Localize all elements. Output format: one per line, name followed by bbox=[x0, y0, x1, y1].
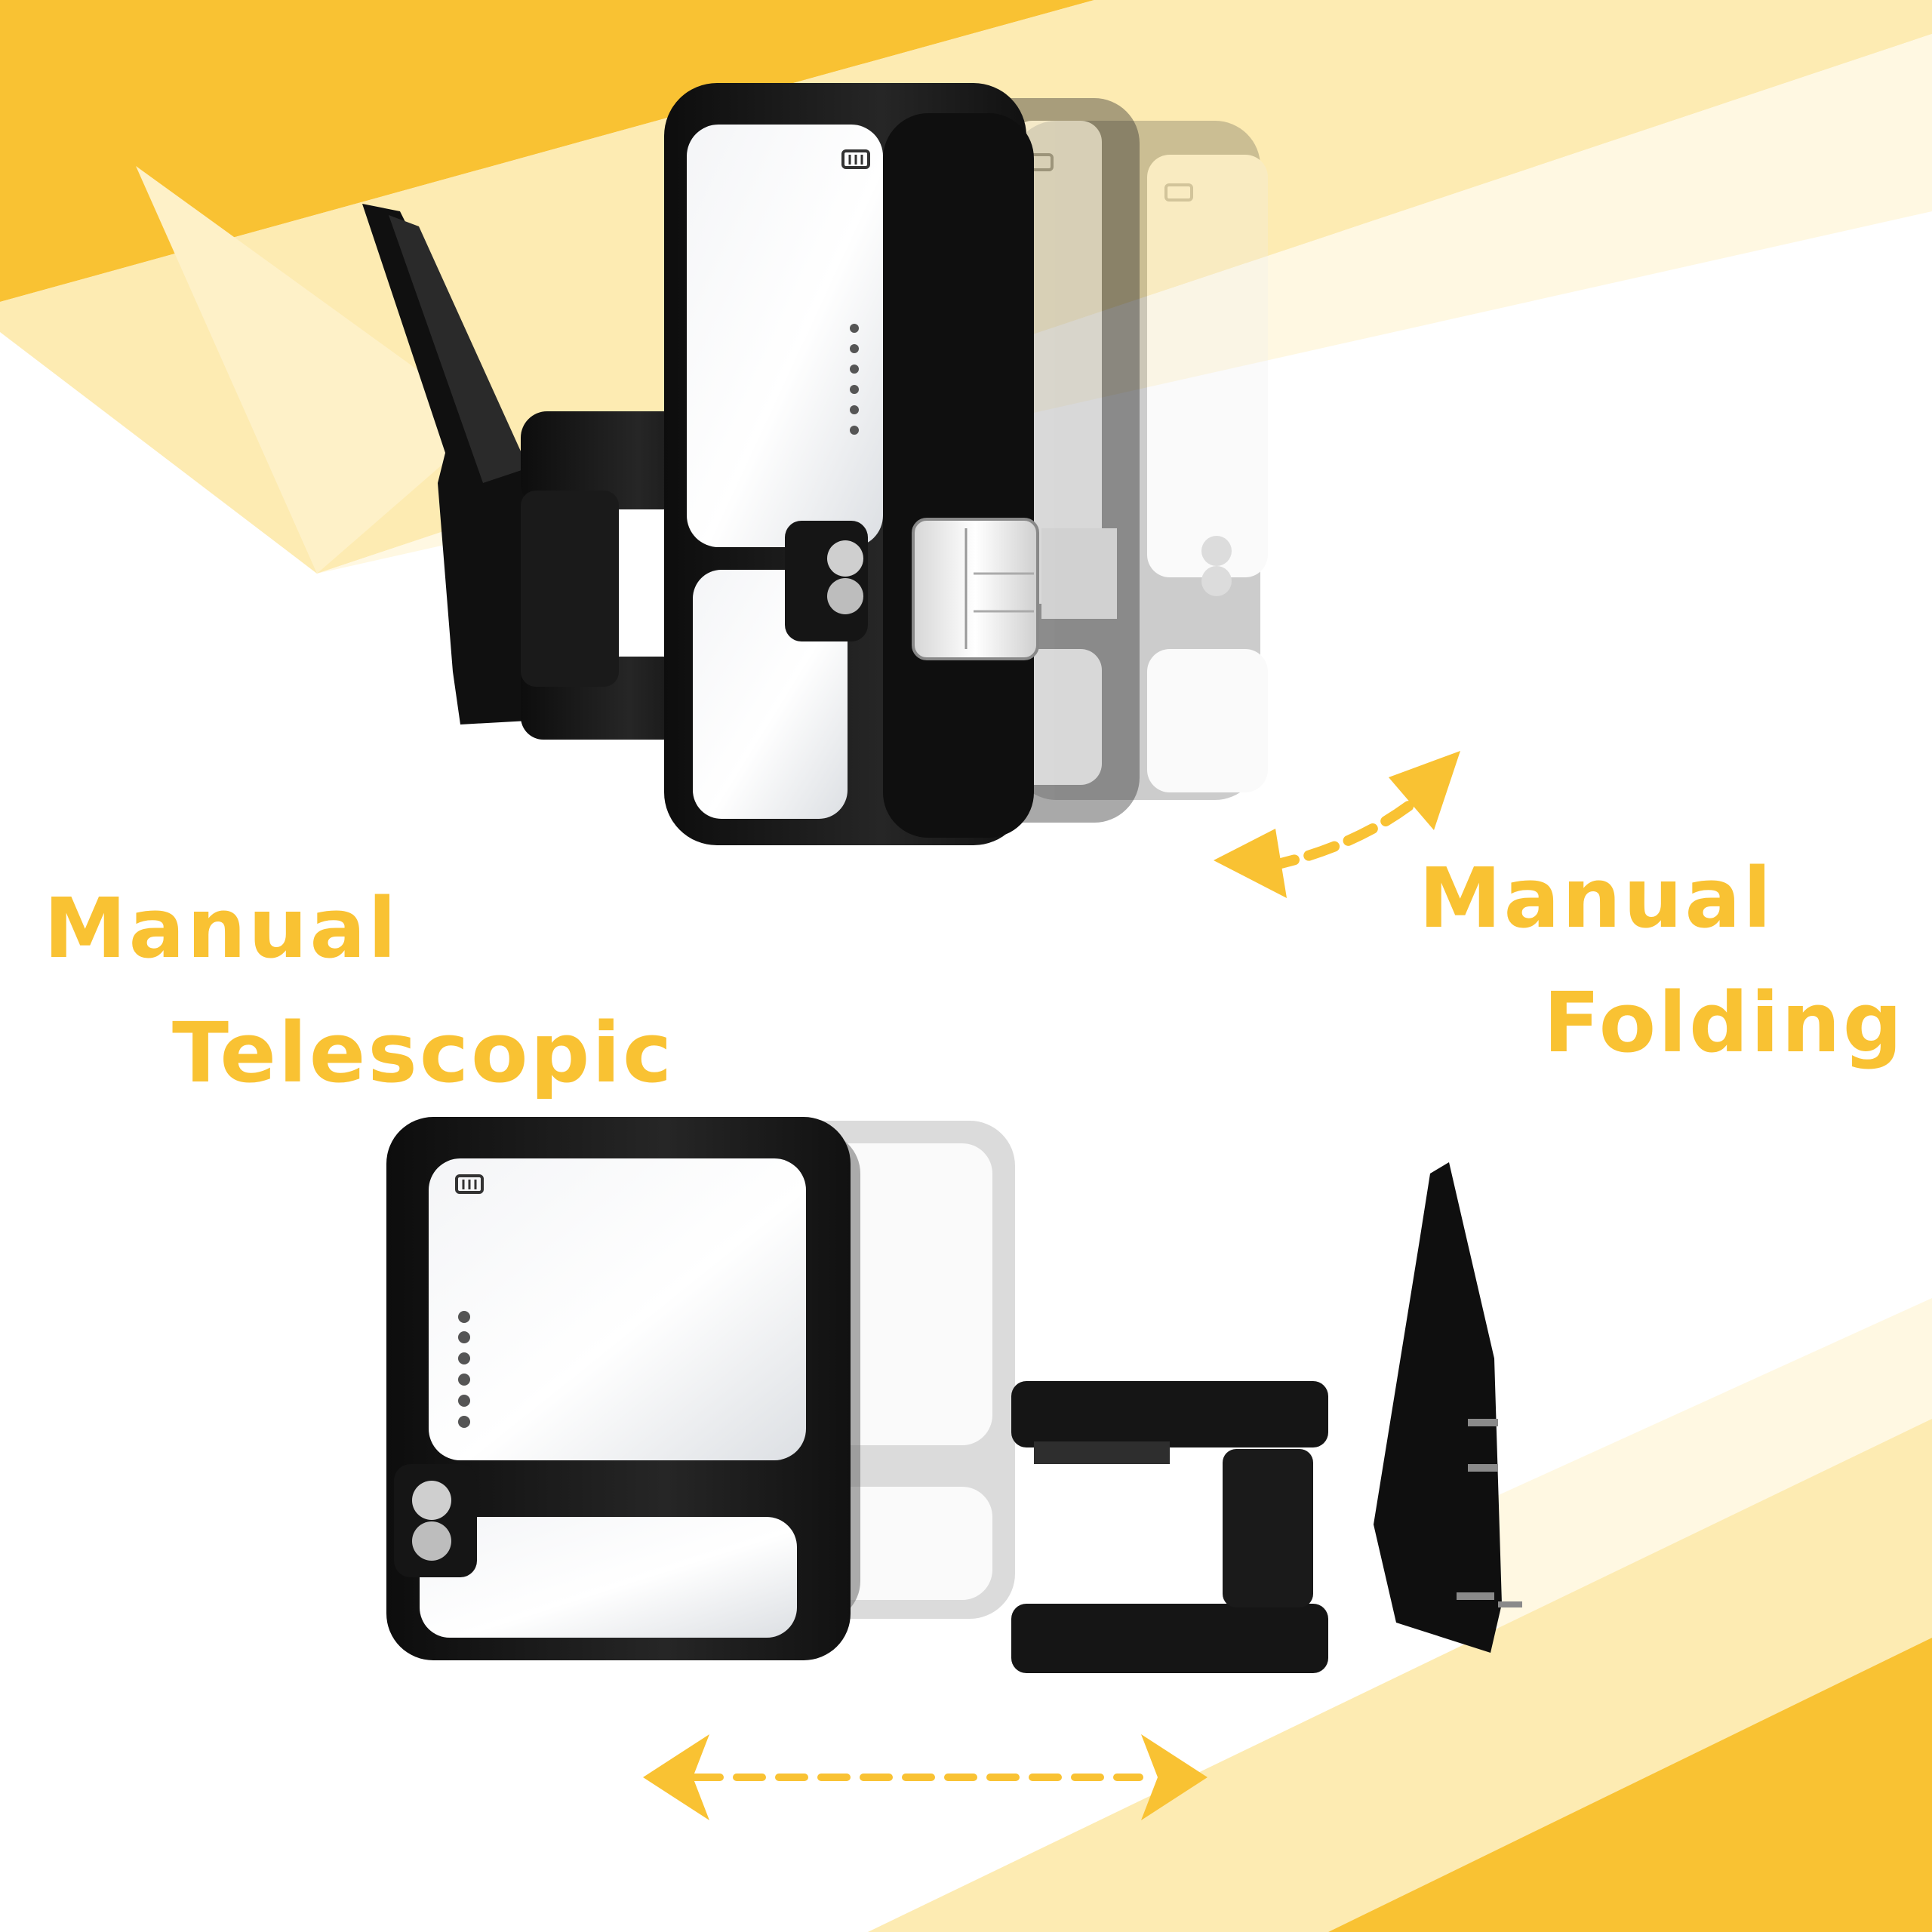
folding-mirror bbox=[362, 83, 1268, 845]
telescopic-upper-glass bbox=[429, 1158, 806, 1460]
bg-stripe-pale-left bbox=[136, 166, 491, 574]
telescopic-lower-glass bbox=[420, 1517, 797, 1638]
folding-arm-joint bbox=[521, 491, 619, 687]
folding-mirror-housing-back bbox=[883, 113, 1034, 838]
bg-stripe-yellow-bottom bbox=[1328, 1638, 1932, 1932]
defrost-icon bbox=[841, 149, 870, 169]
bg-stripe-cream-bottom bbox=[1434, 1298, 1932, 1645]
puddle-light-icon bbox=[394, 1464, 477, 1577]
folding-base-plate-edge bbox=[389, 215, 528, 483]
folding-base-plate bbox=[362, 204, 528, 724]
curved-double-arrow-icon bbox=[1214, 751, 1460, 898]
folding-label-line1: Manual bbox=[1419, 850, 1774, 946]
folding-upper-glass bbox=[687, 125, 883, 547]
folding-label-line2: Folding bbox=[1543, 974, 1905, 1071]
turn-signal-led-icon bbox=[458, 1311, 470, 1428]
telescopic-label-line2: Telescopic bbox=[172, 1004, 675, 1101]
telescopic-base-plate bbox=[1374, 1162, 1502, 1653]
bg-stripe-pale-bottom bbox=[868, 1419, 1932, 1932]
horizontal-double-arrow-icon bbox=[643, 1734, 1208, 1820]
clearance-lamp bbox=[912, 518, 1039, 660]
telescopic-lower-bar bbox=[1011, 1604, 1328, 1673]
telescopic-arm-joint bbox=[1223, 1449, 1313, 1607]
mount-studs bbox=[1457, 1419, 1522, 1607]
folding-ghost-2 bbox=[1011, 121, 1268, 800]
telescopic-upper-bar-inner bbox=[1034, 1441, 1170, 1464]
defrost-icon bbox=[455, 1174, 484, 1194]
puddle-light-icon bbox=[785, 521, 868, 641]
telescopic-label-line1: Manual bbox=[44, 880, 399, 977]
turn-signal-led-icon bbox=[850, 324, 859, 435]
telescopic-mirror bbox=[386, 1117, 1522, 1673]
telescopic-upper-bar bbox=[1011, 1381, 1328, 1447]
